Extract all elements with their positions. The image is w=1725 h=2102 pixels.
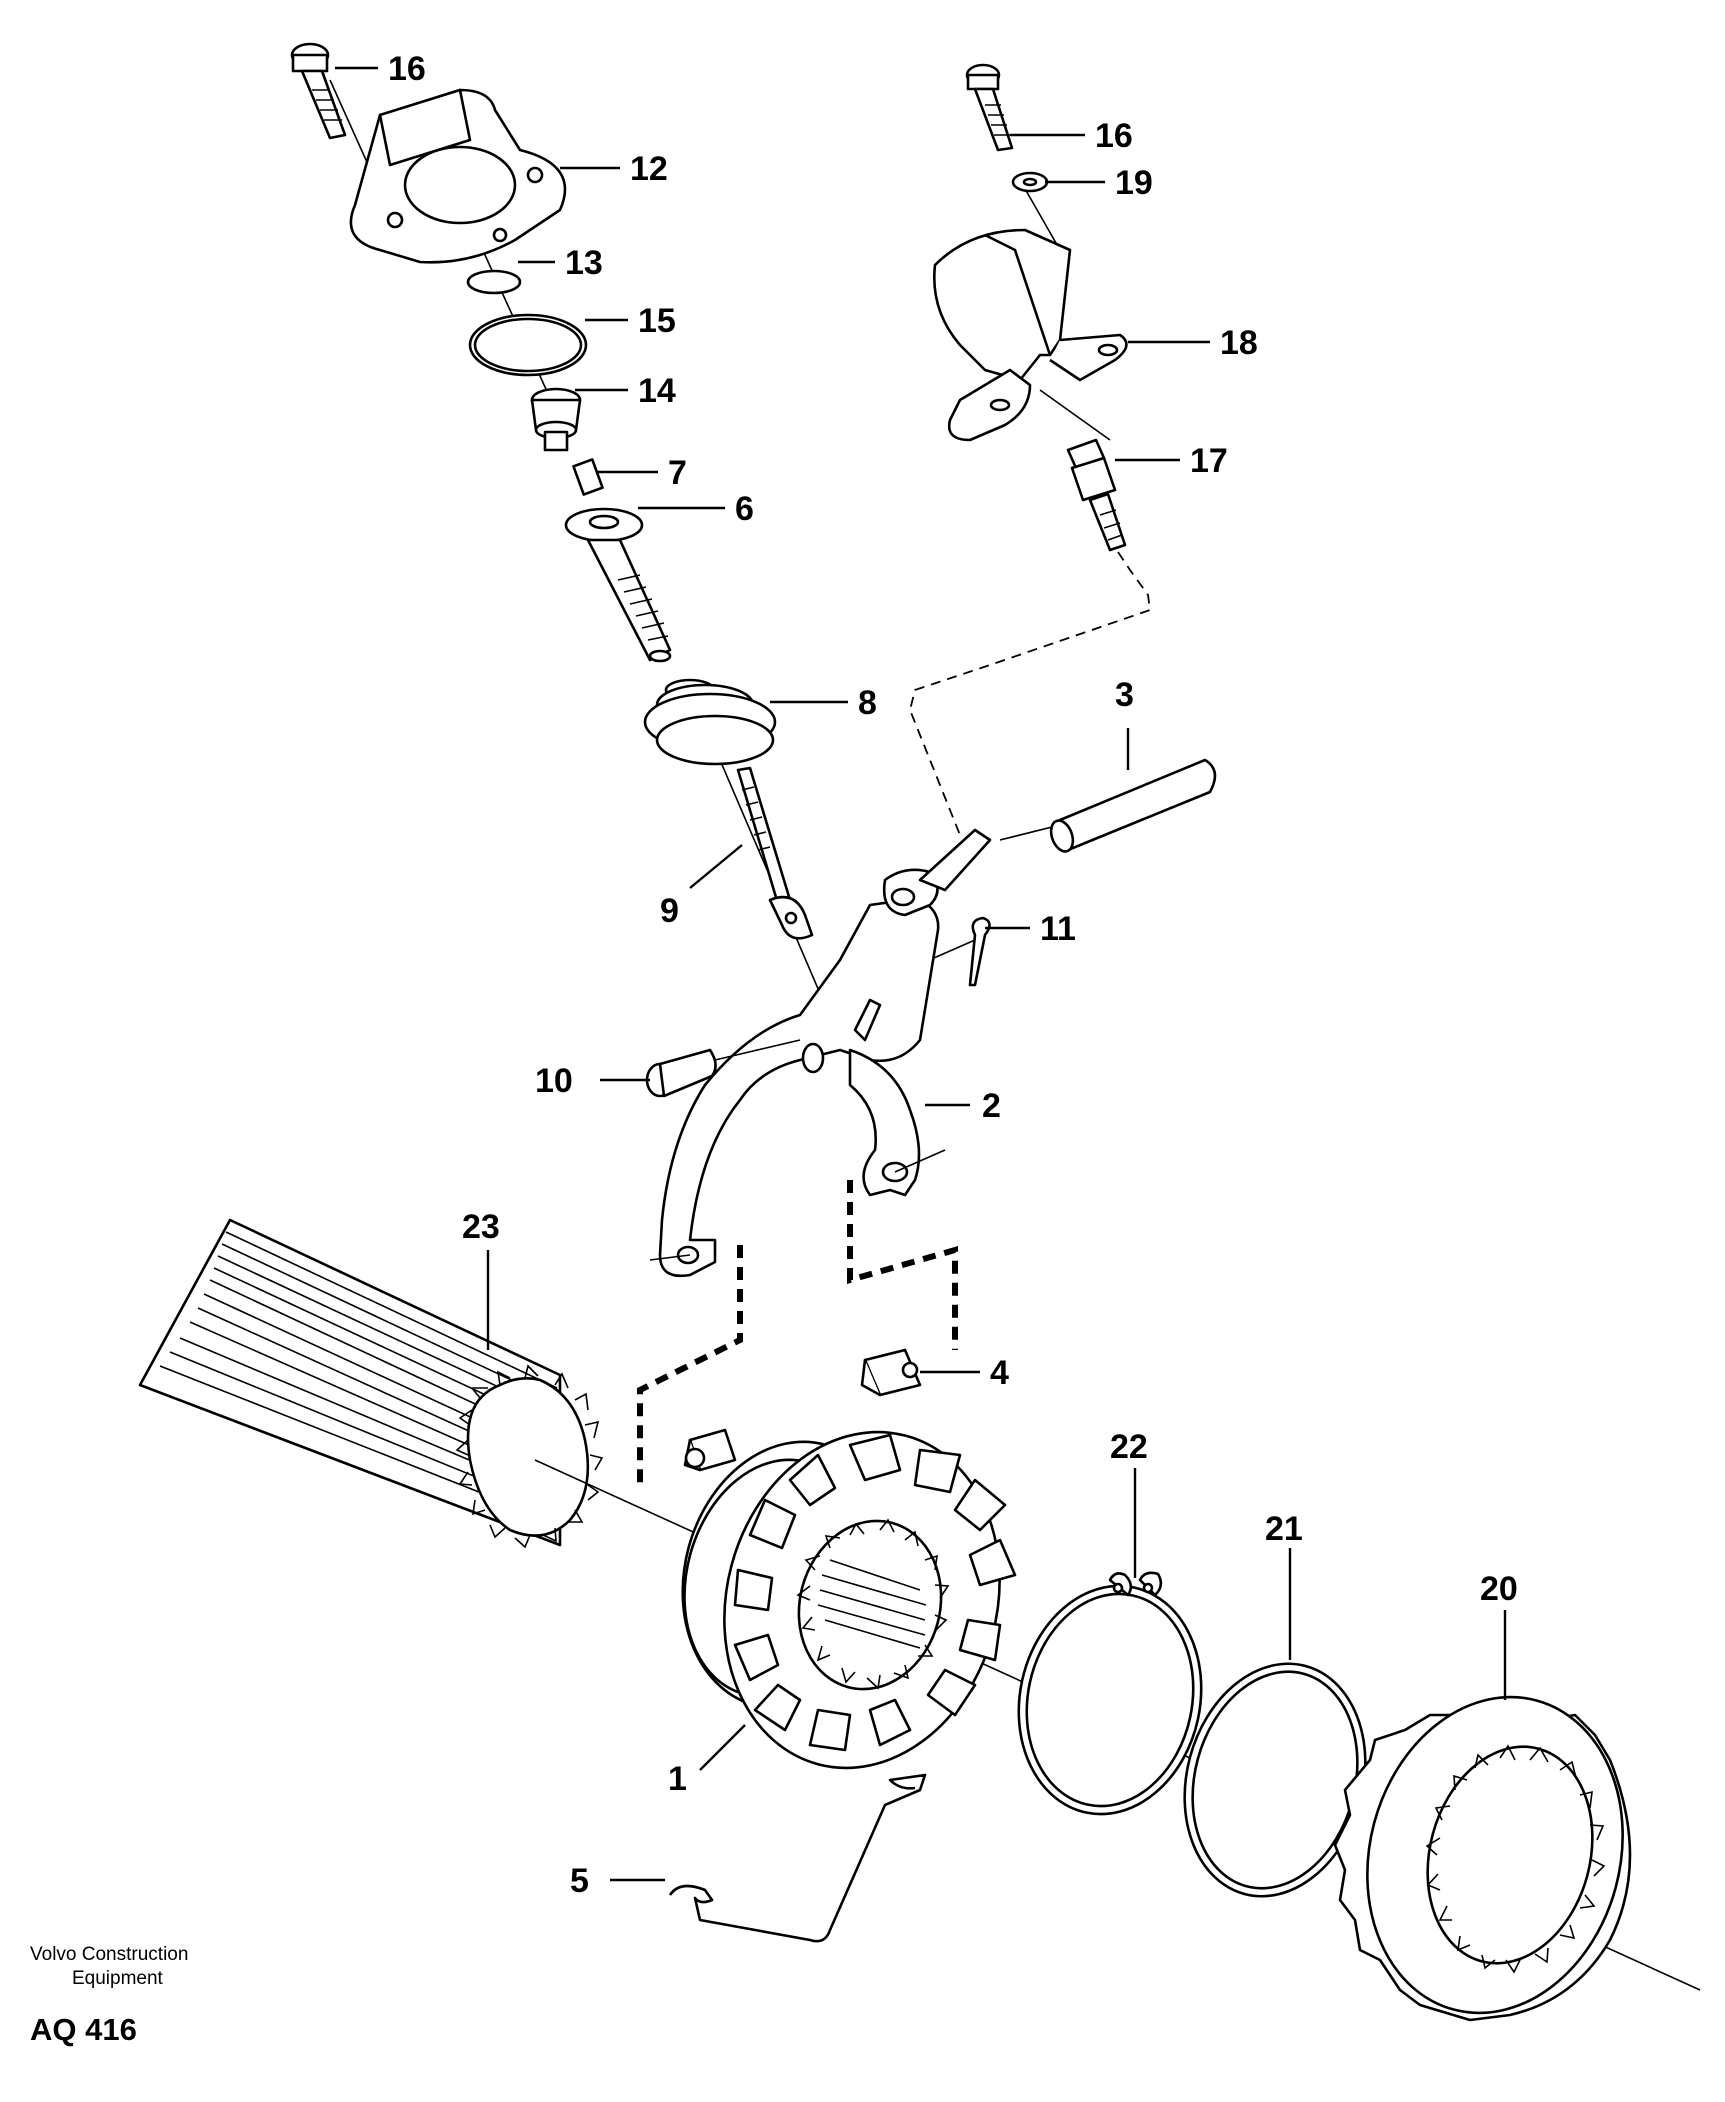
rod-icon — [736, 766, 814, 940]
callout-3: 3 — [1115, 676, 1134, 714]
shift-fork-icon — [649, 828, 992, 1278]
callout-23: 23 — [462, 1208, 500, 1246]
washer-icon — [1011, 171, 1049, 193]
shaft-icon — [999, 758, 1217, 853]
cover-icon — [349, 88, 567, 264]
callout-15: 15 — [638, 302, 676, 340]
wire-spring-icon — [668, 1773, 927, 1943]
bracket-icon — [933, 228, 1128, 442]
callout-12: 12 — [630, 150, 668, 188]
pin-icon — [645, 1039, 801, 1098]
callout-2: 2 — [982, 1087, 1001, 1125]
drawing-code: AQ 416 — [30, 2012, 137, 2047]
piston-icon — [564, 507, 672, 663]
shoe-icon — [860, 1348, 922, 1397]
callout-17: 17 — [1190, 442, 1228, 480]
guide-line-left — [637, 1245, 743, 1490]
company-name-line1: Volvo Construction — [30, 1944, 188, 1965]
bolt-icon — [965, 63, 1014, 152]
circlip-icon — [1017, 1571, 1203, 1816]
leader-lines — [335, 66, 1507, 1882]
callout-13: 13 — [565, 244, 603, 282]
callout-11: 11 — [1040, 910, 1076, 948]
callout-5: 5 — [570, 1862, 589, 1900]
shoe-icon — [683, 1428, 737, 1472]
callout-14: 14 — [638, 372, 676, 410]
callout-6: 6 — [735, 490, 754, 528]
callout-10: 10 — [535, 1062, 573, 1100]
o-ring-icon — [1183, 1662, 1367, 1898]
sensor-wire — [909, 551, 1151, 836]
callout-1: 1 — [668, 1760, 687, 1798]
plug-icon — [530, 387, 582, 452]
callout-8: 8 — [858, 684, 877, 722]
callout-19: 19 — [1115, 164, 1153, 202]
o-ring-icon — [468, 313, 588, 377]
callout-16-left: 16 — [388, 50, 426, 88]
pin-icon — [572, 458, 604, 496]
callout-18: 18 — [1220, 324, 1258, 362]
sensor-icon — [1066, 438, 1127, 552]
callout-22: 22 — [1110, 1428, 1148, 1466]
bolt-icon — [290, 42, 347, 140]
callout-4: 4 — [990, 1354, 1009, 1392]
hub-icon — [1333, 1695, 1632, 2022]
company-name-line2: Equipment — [72, 1968, 164, 1989]
callout-labels: 16 12 13 15 14 7 6 8 9 16 19 18 17 3 11 … — [388, 50, 1518, 1900]
callout-7: 7 — [668, 454, 687, 492]
guide-line-right — [847, 1180, 958, 1350]
footer: Volvo Construction Equipment AQ 416 — [30, 1944, 188, 2047]
callout-20: 20 — [1480, 1570, 1518, 1608]
callout-9: 9 — [660, 892, 679, 930]
spring-icon — [643, 678, 777, 766]
callout-16-right: 16 — [1095, 117, 1133, 155]
coupling-sleeve-icon — [681, 1430, 1017, 1770]
o-ring-icon — [466, 269, 522, 295]
callout-21: 21 — [1265, 1510, 1303, 1548]
